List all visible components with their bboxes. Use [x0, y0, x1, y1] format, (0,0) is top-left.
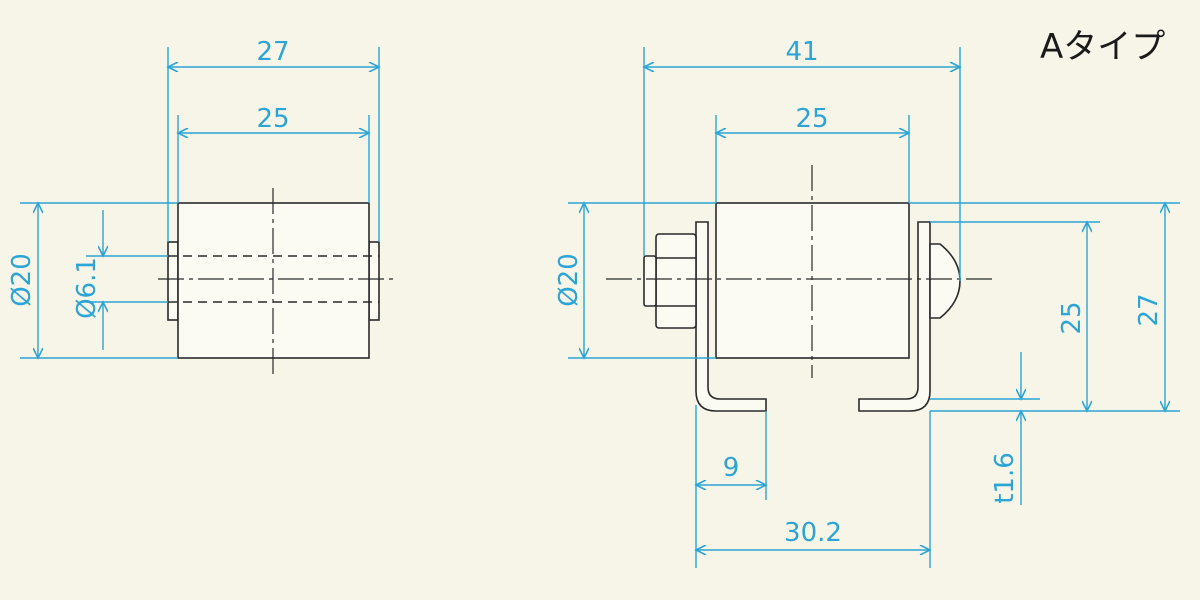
dim-thickness: t1.6 [990, 452, 1020, 504]
left-shaft-end-left [167, 241, 179, 321]
dim-right-roller-width: 25 [795, 104, 828, 134]
dim-right-overall-width: 41 [785, 37, 818, 67]
right-dimensions: 41 25 Ø20 25 27 t1.6 9 30.2 [554, 37, 1180, 568]
left-shaft-end-right [368, 241, 380, 321]
dim-flange-length: 9 [723, 453, 740, 483]
dim-right-roller-diameter: Ø20 [554, 253, 584, 307]
right-view [606, 165, 995, 412]
bolt-end [643, 255, 657, 307]
hex-nut [655, 233, 697, 329]
dome-nut [929, 243, 961, 319]
left-dimensions: 27 25 Ø20 Ø6.1 [7, 37, 379, 358]
dim-base-span: 30.2 [784, 518, 842, 548]
dim-left-roller-diameter: Ø20 [7, 253, 37, 307]
dim-left-overall-width: 27 [256, 37, 289, 67]
right-bracket [858, 221, 931, 412]
dim-left-roller-width: 25 [256, 104, 289, 134]
left-bracket [695, 221, 767, 412]
dim-right-mount-height: 25 [1057, 301, 1087, 334]
type-title: Aタイプ [1040, 27, 1165, 67]
left-view [158, 188, 396, 378]
dim-right-overall-height: 27 [1134, 293, 1164, 326]
dim-left-bore-diameter: Ø6.1 [72, 257, 102, 319]
